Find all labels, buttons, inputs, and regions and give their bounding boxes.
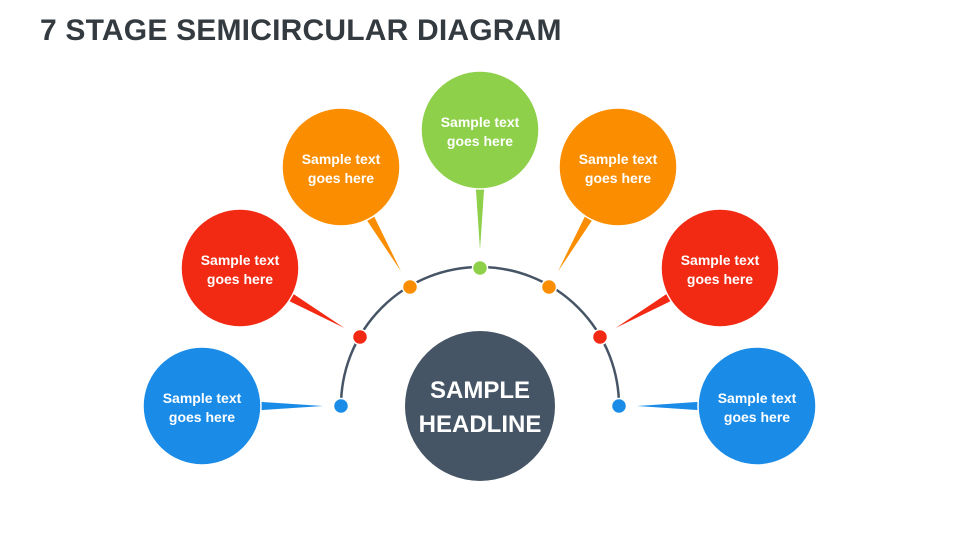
center-circle	[405, 331, 555, 481]
stage-text-line1: Sample text	[201, 252, 280, 268]
stage-pointer	[615, 290, 677, 329]
stage-dot	[471, 259, 489, 277]
stage-pointer	[475, 183, 485, 250]
stage-bubble	[281, 107, 401, 227]
stage-text-line1: Sample text	[579, 151, 658, 167]
stage-dot	[332, 397, 350, 415]
center-headline-line2: HEADLINE	[419, 411, 542, 438]
stage-pointer	[363, 210, 402, 272]
stage-2: Sample text goes here	[180, 208, 369, 346]
stage-pointer	[637, 401, 704, 411]
stage-pointer	[557, 210, 596, 272]
stage-7: Sample text goes here	[610, 346, 817, 466]
stage-4: Sample text goes here	[420, 70, 540, 277]
stage-text-line2: goes here	[687, 271, 753, 287]
stage-text-line2: goes here	[447, 133, 513, 149]
stage-dot	[591, 328, 609, 346]
stage-text-line1: Sample text	[163, 390, 242, 406]
center-headline-line1: SAMPLE	[430, 377, 530, 404]
stage-dot	[401, 278, 419, 296]
stage-bubble	[142, 346, 262, 466]
stage-6: Sample text goes here	[591, 208, 780, 346]
stage-pointer	[255, 401, 323, 411]
stage-text-line1: Sample text	[441, 114, 520, 130]
stage-text-line2: goes here	[585, 170, 651, 186]
stage-bubble	[420, 70, 540, 190]
stage-5: Sample text goes here	[540, 107, 678, 296]
stage-dot	[610, 397, 628, 415]
stage-bubble	[660, 208, 780, 328]
stage-dot	[351, 328, 369, 346]
stage-text-line1: Sample text	[302, 151, 381, 167]
stage-1: Sample text goes here	[142, 346, 350, 466]
stage-text-line2: goes here	[308, 170, 374, 186]
stage-text-line2: goes here	[207, 271, 273, 287]
page-title: 7 STAGE SEMICIRCULAR DIAGRAM	[40, 14, 562, 47]
center-headline: SAMPLE HEADLINE	[405, 331, 555, 481]
stage-text-line1: Sample text	[718, 390, 797, 406]
stage-text-line2: goes here	[169, 409, 235, 425]
stage-pointer	[283, 290, 345, 329]
stage-3: Sample text goes here	[281, 107, 419, 296]
stage-bubble	[558, 107, 678, 227]
stage-bubble	[180, 208, 300, 328]
stage-text-line2: goes here	[724, 409, 790, 425]
stage-bubble	[697, 346, 817, 466]
stage-dot	[540, 278, 558, 296]
stage-text-line1: Sample text	[681, 252, 760, 268]
